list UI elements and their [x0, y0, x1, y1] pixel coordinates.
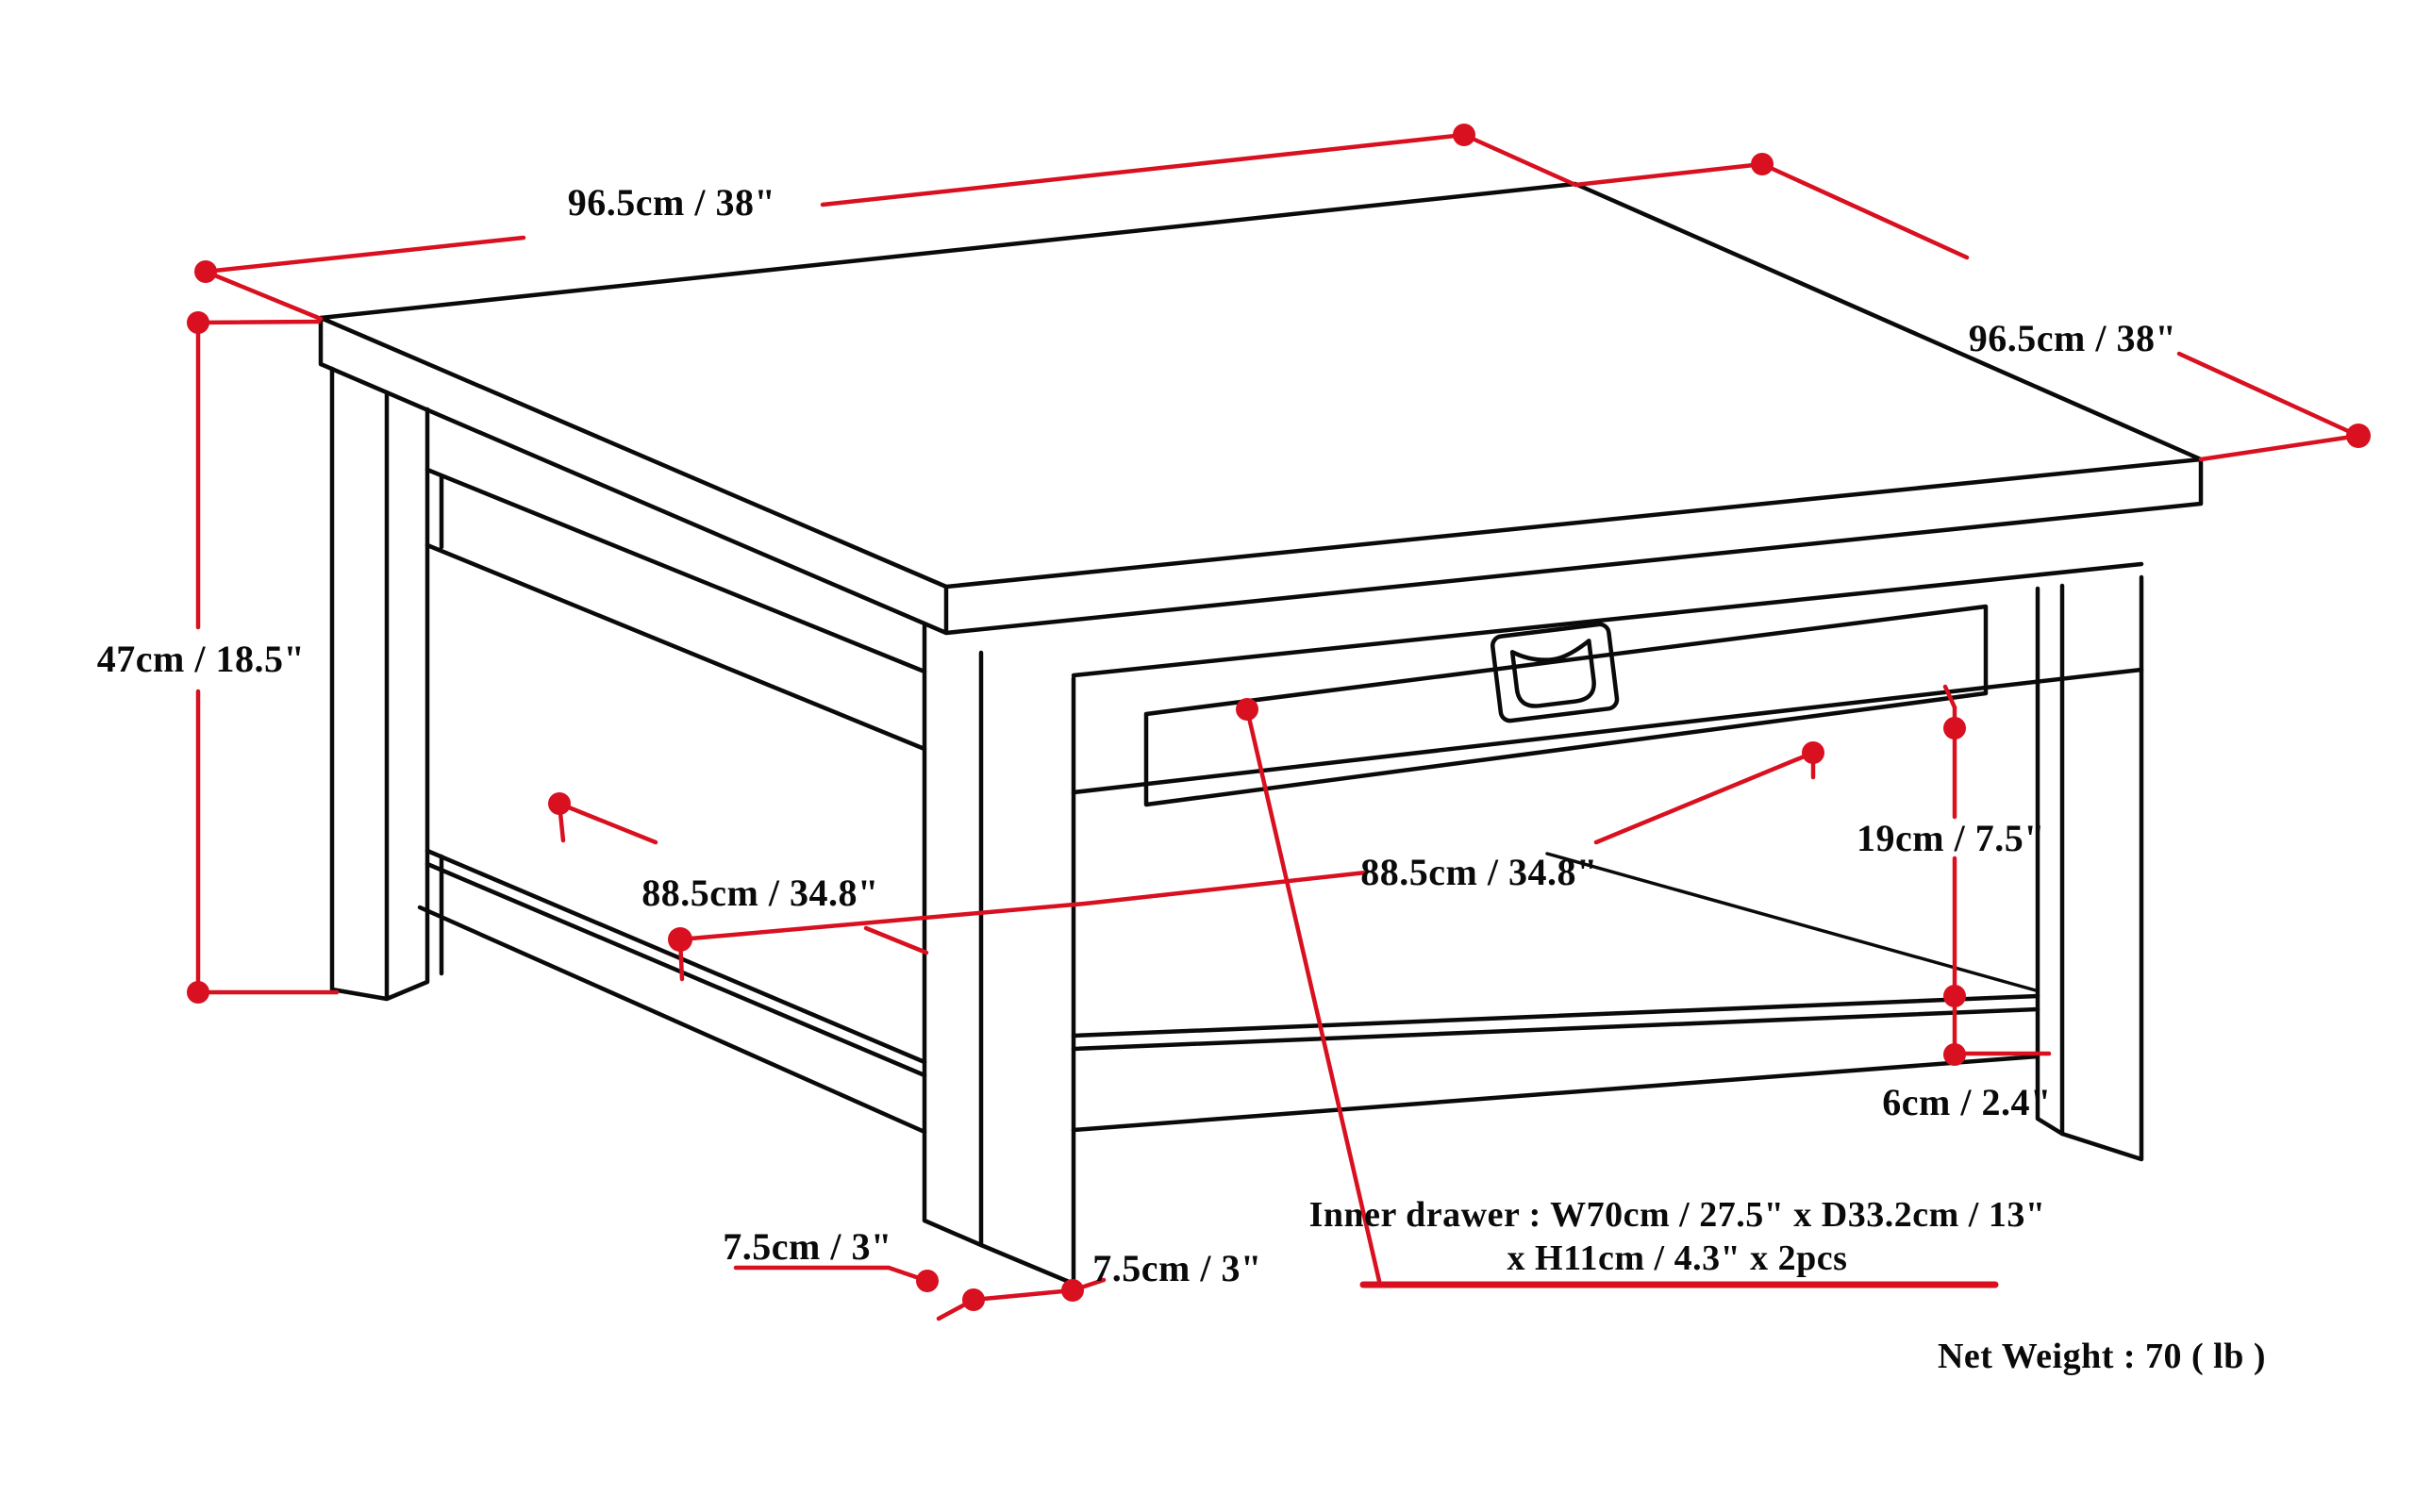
left-leg	[329, 366, 430, 1002]
handle-plate	[1490, 622, 1620, 723]
right-leg	[2035, 574, 2144, 1162]
dot	[1236, 698, 1258, 721]
label-shelf-left: 88.5cm / 34.8"	[641, 872, 878, 914]
apron-lines	[1071, 561, 2144, 795]
label-shelf-clearance: 19cm / 7.5"	[1857, 817, 2045, 859]
label-leg-left: 7.5cm / 3"	[723, 1225, 891, 1268]
dot	[2346, 424, 2371, 448]
shelf-right-rail	[1071, 993, 2040, 1133]
label-top-depth: 96.5cm / 38"	[1969, 317, 2176, 359]
table-drawing	[318, 181, 2204, 1287]
dot	[1751, 153, 1774, 175]
dot	[1943, 717, 1966, 739]
dot	[194, 260, 217, 283]
label-top-width: 96.5cm / 38"	[568, 181, 775, 224]
dim-line-shelf-left	[557, 801, 929, 955]
tabletop	[318, 181, 2204, 636]
dim-line-top-depth	[1759, 161, 2361, 439]
drawer-handle	[1490, 622, 1620, 723]
dot	[668, 927, 692, 952]
dot	[187, 311, 209, 334]
front-leg-edges	[922, 623, 1076, 1287]
label-net-weight: Net Weight : 70 ( lb )	[1938, 1337, 2266, 1376]
label-overall-height: 47cm / 18.5"	[97, 638, 305, 680]
left-apron-lines	[425, 467, 927, 752]
tabletop-top-face	[318, 181, 2204, 590]
dimension-labels: 96.5cm / 38" 96.5cm / 38" 47cm / 18.5" 8…	[97, 181, 2266, 1376]
right-leg-edges	[2035, 574, 2144, 1162]
label-inner-drawer-2: x H11cm / 4.3" x 2pcs	[1507, 1238, 1848, 1278]
label-leg-right: 7.5cm / 3"	[1092, 1247, 1261, 1289]
dot	[548, 792, 571, 815]
front-leg	[922, 623, 1076, 1287]
dimension-graphics	[187, 124, 2371, 1321]
dim-line-shelf-right	[677, 750, 1816, 942]
dim-line-leg-left	[733, 1265, 930, 1284]
dot	[1061, 1279, 1084, 1302]
shelf-left-rail	[417, 848, 927, 1135]
left-apron	[425, 467, 927, 752]
dot	[1943, 1043, 1966, 1066]
drawer-front	[1143, 604, 1989, 807]
dim-line-top-width	[203, 132, 1467, 274]
label-inner-drawer-1: Inner drawer : W70cm / 27.5" x D33.2cm /…	[1309, 1195, 2046, 1235]
handle-cup	[1509, 639, 1596, 708]
shelf-far-edge	[1545, 852, 2038, 992]
dot	[916, 1270, 939, 1292]
dot	[187, 981, 209, 1004]
drawer-note-leader	[1244, 706, 1382, 1284]
tabletop-thickness	[318, 315, 2204, 636]
dot	[962, 1288, 985, 1311]
dim-line-leg-right	[971, 1277, 1107, 1303]
leader-lines	[195, 132, 2361, 1321]
label-shelf-right: 88.5cm / 34.8"	[1360, 851, 1597, 893]
dimension-dots	[187, 124, 2371, 1311]
dot	[1943, 985, 1966, 1007]
front-apron	[1071, 561, 2144, 807]
dot	[1802, 741, 1824, 764]
left-leg-edges	[329, 366, 430, 1002]
dot	[1453, 124, 1475, 146]
label-shelf-thickness: 6cm / 2.4"	[1882, 1081, 2051, 1123]
